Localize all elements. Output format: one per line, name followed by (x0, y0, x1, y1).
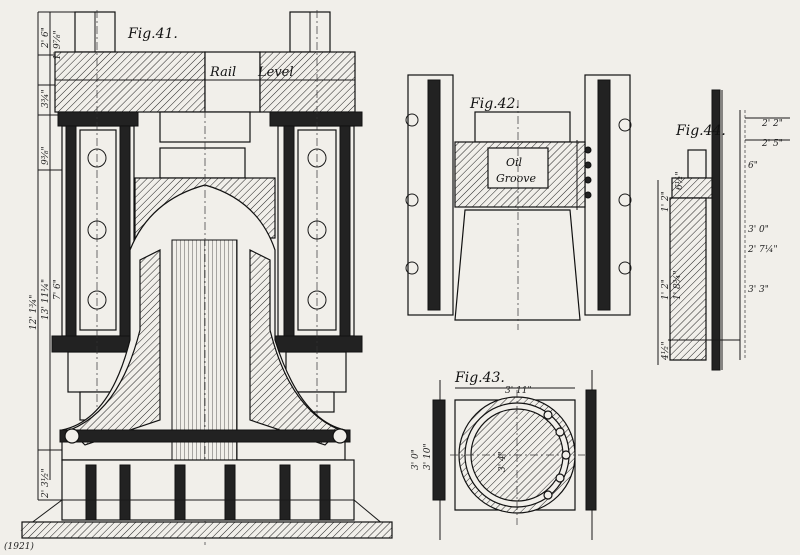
fig44-dim-left-4: 1' 8¾" (672, 270, 683, 300)
fig44-dim-top-2: 2' 5" (761, 139, 783, 149)
fig44-dim-r4: 3' 3" (748, 285, 769, 295)
fig44-drawing (657, 89, 790, 371)
fig42-drawing (405, 74, 632, 330)
fig43-dim-side-1: 3' 0" (411, 449, 421, 470)
fig41-title: Fig.41. (127, 26, 178, 42)
fig41-dim-overall-2: 13' 11¼" (40, 279, 51, 320)
fig44-dim-left-5: 4½" (660, 341, 671, 361)
fig44-dim-left-1: 6½" (674, 171, 685, 190)
fig43-dim-top: 3' 11" (505, 386, 532, 396)
fig43-dim-diameter: 3' 4" (498, 451, 508, 472)
fig44-dim-left-2: 1' 2" (661, 191, 671, 212)
fig42-groove-label: Groove (496, 172, 537, 185)
fig44-dim-left-3: 1' 2" (661, 279, 671, 300)
fig44-title: Fig.44. (675, 123, 726, 139)
fig41-drawing (20, 10, 393, 545)
fig44-dim-r3: 2' 7¼" (747, 244, 778, 255)
fig41-dim-bolt-top: 2' 6" (41, 27, 51, 49)
fig44-dim-r1: 6" (748, 161, 758, 171)
fig43-title: Fig.43. (454, 370, 505, 386)
fig41-dim-overall-3: 7' 6" (53, 279, 63, 300)
fig41-dim-base: 2' 3½" (40, 468, 51, 499)
fig41-rail-label: Rail (209, 65, 236, 80)
fig41-level-label: Level (257, 65, 294, 80)
fig42-oil-label: Oil (506, 156, 523, 169)
fig42-title: Fig.42. (469, 96, 520, 112)
fig43-dim-side-2: 3' 10" (423, 443, 433, 470)
fig41-dim-pedestal-top: 9⅜" (41, 146, 51, 165)
plate-number: (1921) (4, 541, 34, 552)
fig41-dim-overall-1: 12' 1¾" (28, 295, 39, 330)
fig44-dim-top-1: 2' 2" (761, 119, 783, 129)
fig41-dim-bolt-mid: 1' 9⅞" (53, 30, 63, 60)
fig41-dim-rail-drop: 3¾" (40, 89, 51, 108)
fig43-drawing (432, 370, 597, 540)
fig44-dim-r2: 3' 0" (748, 225, 769, 235)
